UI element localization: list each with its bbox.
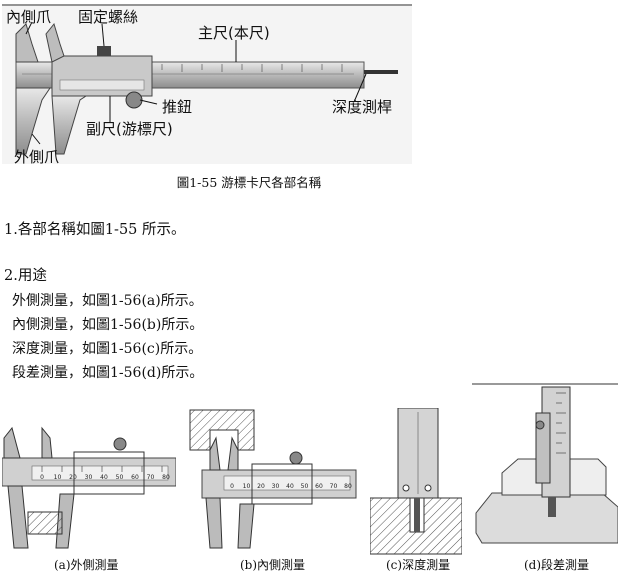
scale-digit: 0 [230, 483, 234, 490]
use-item-outer: 外側測量，如圖1-56(a)所示。 [12, 293, 203, 309]
scale-digit: 60 [315, 483, 323, 490]
scale-digit: 10 [54, 474, 62, 481]
section-2-heading: 2.用途 [4, 268, 47, 284]
caliper-illustration [2, 4, 412, 164]
scale-digit: 70 [147, 474, 155, 481]
caption-step-measurement: (d)段差測量 [524, 558, 590, 572]
scale-digit: 80 [344, 483, 352, 490]
scale-digit: 20 [69, 474, 77, 481]
scale-digit: 70 [330, 483, 338, 490]
label-main-scale: 主尺(本尺) [198, 24, 270, 42]
label-vernier: 副尺(游標尺) [86, 120, 173, 138]
scale-digit: 60 [131, 474, 139, 481]
scale-digit: 30 [272, 483, 280, 490]
scale-digit: 30 [85, 474, 93, 481]
section-1-text: 1.各部名稱如圖1-55 所示。 [4, 222, 186, 238]
panel-inner-measurement: 0 10 20 30 40 50 60 70 80 [188, 408, 358, 556]
scale-digit: 80 [162, 474, 170, 481]
scale-digit: 40 [100, 474, 108, 481]
outer-measurement-illustration: 0 10 20 30 40 50 60 70 80 [1, 426, 177, 549]
use-item-inner: 內側測量，如圖1-56(b)所示。 [12, 317, 204, 333]
label-thumb-knob: 推鈕 [162, 98, 193, 116]
scale-digit: 50 [301, 483, 309, 490]
caption-inner-measurement: (b)內側測量 [240, 558, 306, 572]
use-item-depth: 深度測量，如圖1-56(c)所示。 [12, 341, 203, 357]
panel-step-measurement [472, 383, 619, 555]
scale-digit: 40 [286, 483, 294, 490]
panel-depth-measurement [369, 407, 463, 556]
label-outer-jaw: 外側爪 [14, 148, 60, 166]
caption-depth-measurement: (c)深度測量 [386, 558, 451, 572]
figure-1-55-caption: 圖1-55 游標卡尺各部名稱 [0, 172, 628, 191]
depth-measurement-illustration [369, 407, 463, 555]
label-lock-screw: 固定螺絲 [78, 8, 139, 26]
step-measurement-illustration [472, 383, 619, 544]
label-depth-rod: 深度測桿 [332, 98, 393, 116]
inner-measurement-illustration: 0 10 20 30 40 50 60 70 80 [189, 409, 357, 549]
scale-digit: 0 [40, 474, 44, 481]
label-inner-jaw: 內側爪 [6, 8, 52, 26]
scale-digit: 50 [116, 474, 124, 481]
caliper-parts-figure: 內側爪 固定螺絲 主尺(本尺) 推鈕 副尺(游標尺) 深度測桿 外側爪 [2, 4, 412, 166]
scale-digit: 20 [257, 483, 265, 490]
figure-1-55-caption-text: 圖1-55 游標卡尺各部名稱 [176, 175, 322, 190]
panel-outer-measurement: 0 10 20 30 40 50 60 70 80 [1, 408, 177, 556]
use-item-step: 段差測量，如圖1-56(d)所示。 [12, 365, 204, 381]
caption-outer-measurement: (a)外側測量 [54, 558, 119, 572]
scale-digit: 10 [243, 483, 251, 490]
